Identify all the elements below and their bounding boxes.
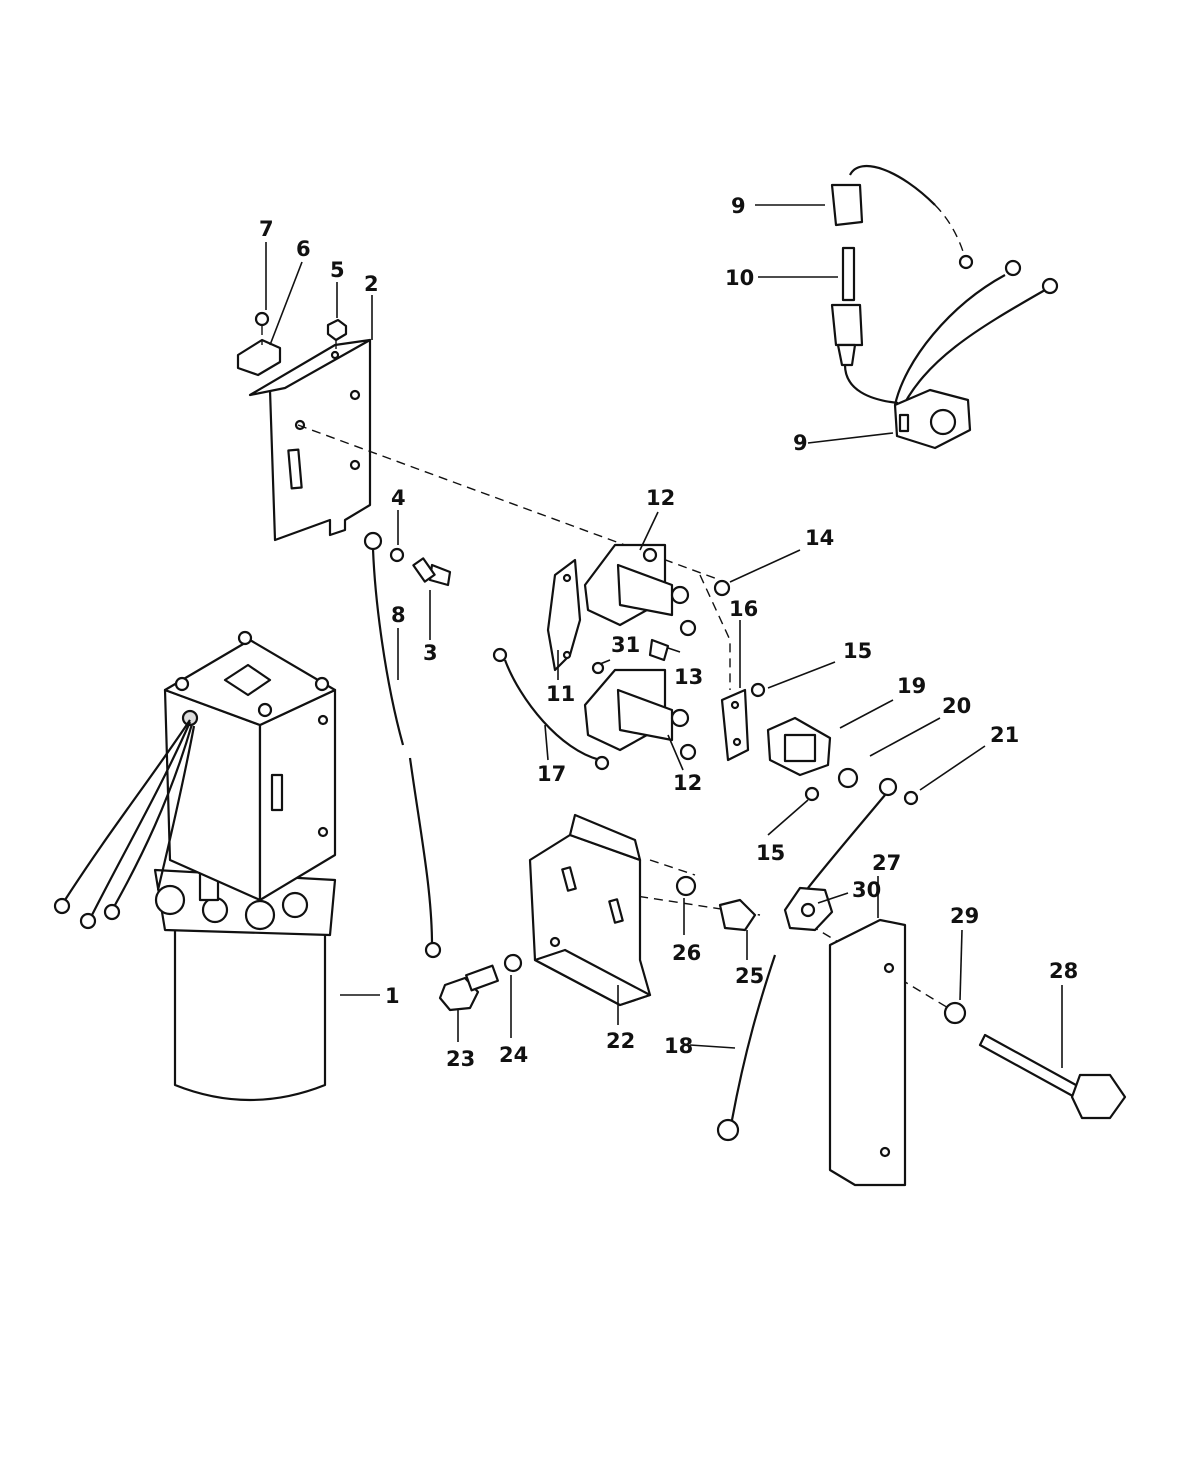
washer-24: [503, 953, 523, 973]
washer-26: [675, 875, 697, 897]
callout-30: 30: [852, 878, 881, 902]
bracket-22: [528, 813, 652, 1007]
bracket-16: [720, 688, 750, 762]
callout-4: 4: [391, 486, 406, 510]
callout-20: 20: [942, 694, 971, 718]
callout-18: 18: [664, 1034, 693, 1058]
callout-17: 17: [537, 762, 566, 786]
retainer-6: [236, 338, 282, 377]
callout-1: 1: [385, 984, 400, 1008]
callout-29: 29: [950, 904, 979, 928]
mount-bracket: [248, 338, 372, 542]
callout-24: 24: [499, 1043, 528, 1067]
fuse-holder-assembly: [830, 165, 1059, 450]
washer-29: [943, 1001, 967, 1025]
nut-15a: [750, 682, 766, 698]
callout-13: 13: [674, 665, 703, 689]
callout-25: 25: [735, 964, 764, 988]
block-27: [828, 918, 907, 1187]
callout-22: 22: [606, 1029, 635, 1053]
pump-motor-assembly: [53, 630, 337, 1102]
callout-6: 6: [296, 237, 311, 261]
callout-9-breaker: 9: [793, 431, 808, 455]
callout-14: 14: [805, 526, 834, 550]
callout-3: 3: [423, 641, 438, 665]
leader-lines: [265, 204, 1063, 1068]
fuse-10: [841, 246, 856, 302]
washer-4: [389, 547, 405, 563]
bolt-28: [978, 1033, 1087, 1102]
callout-26: 26: [672, 941, 701, 965]
nut-15b: [804, 786, 820, 802]
callout-15-lower: 15: [756, 841, 785, 865]
bracket-hardware: [438, 875, 757, 1012]
screw-31: [591, 661, 605, 675]
screw-7: [254, 311, 270, 327]
callout-8: 8: [391, 603, 406, 627]
solenoid-assembly: [546, 543, 820, 802]
callout-9-fuse-holder: 9: [731, 194, 746, 218]
callout-31: 31: [611, 633, 640, 657]
ground-hardware: [363, 531, 452, 959]
callout-27: 27: [872, 851, 901, 875]
callout-23: 23: [446, 1047, 475, 1071]
bolt-25: [718, 898, 757, 932]
breaker-hardware: [766, 716, 919, 889]
nut-14: [713, 579, 731, 597]
nut-21: [903, 790, 919, 806]
callout-16: 16: [729, 597, 758, 621]
callout-21: 21: [990, 723, 1019, 747]
washer-20: [837, 767, 859, 789]
callout-19: 19: [897, 674, 926, 698]
callout-15-upper: 15: [843, 639, 872, 663]
callout-11: 11: [546, 682, 575, 706]
callout-5: 5: [330, 258, 345, 282]
bolt-23: [438, 976, 480, 1012]
callout-2: 2: [364, 272, 379, 296]
callout-labels: 1 2 3 4 5 6 7 8 9 9 10 11 12 12 13 14 15…: [259, 194, 1078, 1071]
callout-12-upper: 12: [646, 486, 675, 510]
screw-13: [648, 638, 670, 662]
nut-5: [326, 318, 348, 342]
fuse-holder-9: [830, 183, 864, 227]
small-hardware-top: [236, 311, 348, 377]
callout-12-lower: 12: [673, 771, 702, 795]
callout-7: 7: [259, 217, 274, 241]
callout-28: 28: [1049, 959, 1078, 983]
callout-10: 10: [725, 266, 754, 290]
terminal-block-hardware: [783, 886, 1127, 1187]
